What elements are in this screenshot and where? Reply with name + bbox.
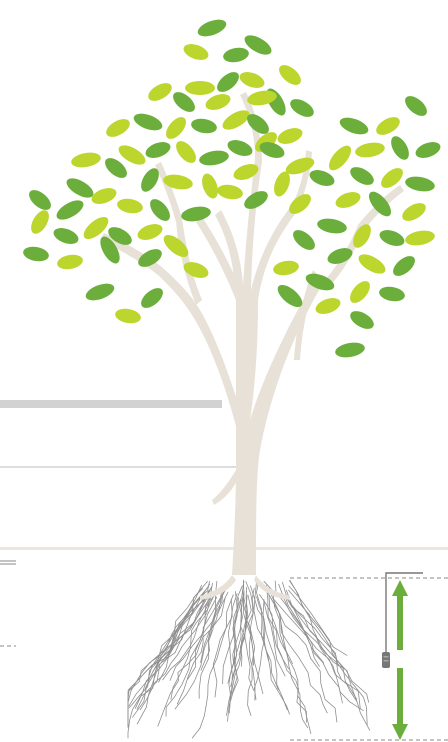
leaf — [181, 41, 210, 63]
leaf — [347, 163, 377, 188]
gray-bar — [0, 400, 222, 408]
leaf — [333, 189, 362, 211]
leaf — [84, 280, 117, 303]
leaf — [316, 217, 348, 236]
leaf — [216, 183, 244, 201]
leaf — [145, 79, 175, 104]
tree-canopy — [22, 16, 443, 359]
leaf — [325, 142, 355, 174]
leaf — [313, 295, 342, 317]
right-depth-marks — [290, 578, 448, 740]
leaf — [404, 229, 436, 248]
leaf — [198, 149, 230, 168]
leaf — [404, 175, 436, 194]
leaf — [378, 164, 407, 191]
leaf — [347, 307, 377, 332]
leaf — [390, 252, 419, 279]
root-strand — [251, 588, 255, 665]
leaf — [196, 16, 229, 39]
leaf — [402, 92, 431, 119]
leaf — [26, 186, 55, 213]
ground-line — [0, 547, 448, 550]
root-strand — [272, 595, 311, 733]
leaf — [290, 226, 319, 253]
leaf — [275, 125, 304, 147]
leaf — [287, 95, 317, 120]
leaf — [399, 199, 429, 224]
vertical-double-arrow-icon — [392, 580, 408, 740]
leaf — [56, 253, 84, 271]
leaf — [346, 278, 373, 307]
leaf — [338, 114, 371, 137]
leaf — [143, 139, 172, 161]
leaf — [237, 69, 266, 91]
leaf — [225, 137, 254, 159]
left-depth-marks — [0, 561, 16, 646]
leaf — [51, 225, 80, 247]
root-strand — [286, 590, 338, 666]
leaf — [377, 227, 406, 249]
leaf — [190, 117, 218, 135]
leaf — [373, 113, 403, 138]
leaf — [354, 141, 386, 160]
leaf — [27, 207, 52, 237]
root-strand — [289, 586, 357, 702]
leaf — [116, 197, 144, 215]
leaf — [135, 221, 164, 243]
leaf — [334, 341, 366, 360]
leaf — [162, 114, 189, 143]
leaf — [89, 185, 118, 207]
leaf — [387, 133, 412, 163]
leaf — [413, 139, 442, 161]
leaf — [172, 138, 199, 167]
leaf — [138, 284, 167, 311]
leaf — [54, 196, 87, 223]
leaf — [378, 285, 406, 303]
leaf — [276, 61, 305, 88]
leaf — [199, 171, 221, 200]
leaf — [203, 91, 232, 113]
leaf — [356, 250, 389, 277]
leaf — [214, 68, 243, 95]
leaf — [64, 174, 97, 201]
leaf — [70, 151, 102, 170]
leaf — [185, 81, 215, 95]
leaf — [114, 307, 142, 325]
leaf — [132, 110, 165, 133]
leaf — [103, 115, 133, 140]
roots — [128, 580, 370, 738]
leaf — [272, 259, 300, 277]
leaf — [22, 245, 50, 263]
leaf — [180, 205, 212, 224]
leaf — [222, 46, 250, 64]
